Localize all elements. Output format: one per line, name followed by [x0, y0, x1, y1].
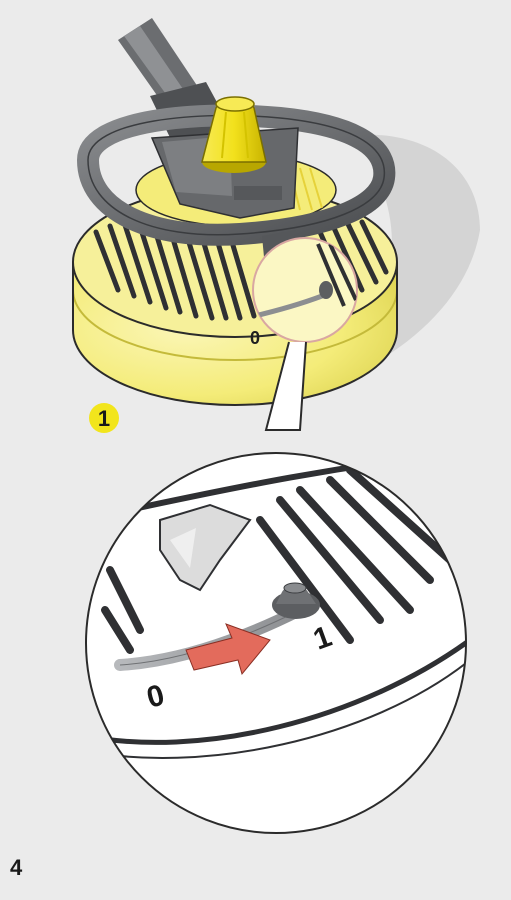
step-badge-label: 1	[98, 406, 110, 431]
page-number: 4	[10, 855, 22, 881]
magnified-detail: 0 1	[80, 450, 480, 833]
step-badge: 1	[89, 403, 119, 433]
